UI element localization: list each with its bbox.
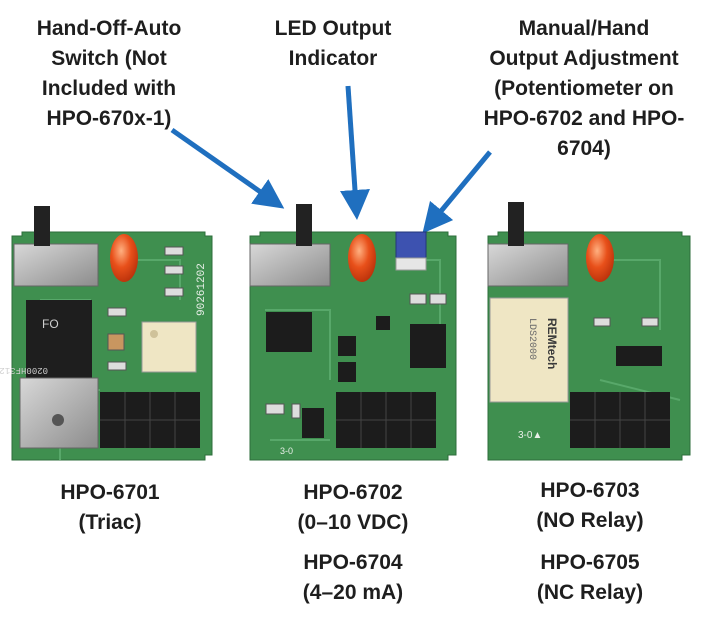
callout-manual-line-2: Output Adjustment — [489, 47, 679, 70]
caption-model-a: HPO-6702 — [303, 481, 403, 504]
optocoupler — [141, 321, 197, 373]
arrow-led — [340, 85, 370, 220]
callout-manual-line-4: HPO-6702 and HPO- — [483, 107, 685, 130]
callout-led: LED Output Indicator — [248, 14, 418, 74]
caption-model-b: HPO-6704 — [303, 551, 403, 574]
callout-hoa-line-3: Included with — [41, 77, 177, 100]
callout-manual-line-1: Manual/Hand — [518, 17, 650, 40]
connector-middle — [336, 392, 436, 448]
callout-led-line-2: Indicator — [288, 47, 378, 70]
caption-hpo-6701: HPO-6701 (Triac) — [30, 478, 190, 538]
caption-model: HPO-6701 — [60, 481, 160, 504]
callout-hoa-switch: Hand-Off-Auto Switch (Not Included with … — [14, 14, 204, 134]
callout-led-line-1: LED Output — [274, 17, 392, 40]
board-hpo-6702-6704: 3-0 — [249, 204, 457, 461]
arrow-manual-adjustment — [422, 150, 492, 234]
op-amp-ic — [266, 312, 312, 352]
hoa-switch-left — [13, 243, 99, 287]
triac-chip — [26, 300, 92, 380]
svg-text:LDS2000: LDS2000 — [526, 318, 537, 360]
silkscreen-left: 90261202 — [196, 263, 208, 316]
caption-type-a: (0–10 VDC) — [297, 511, 409, 534]
callout-manual-line-3: (Potentiometer on — [494, 77, 674, 100]
callout-hoa-line-1: Hand-Off-Auto — [36, 17, 182, 40]
callout-hoa-line-4: HPO-670x-1) — [46, 107, 172, 130]
mark-right: 3-0▲ — [518, 430, 542, 441]
caption-type-a: (NO Relay) — [536, 509, 644, 532]
caption-type-b: (NC Relay) — [536, 581, 644, 604]
hoa-switch-right — [487, 243, 569, 287]
svg-text:FO: FO — [42, 317, 59, 331]
led-left — [110, 234, 138, 282]
caption-type: (Triac) — [78, 511, 142, 534]
mark-middle: 3-0 — [280, 446, 293, 456]
relay — [489, 297, 569, 403]
callout-arrows — [170, 85, 492, 234]
hoa-switch-middle — [249, 243, 331, 287]
caption-model-a: HPO-6703 — [540, 479, 640, 502]
caption-model-b: HPO-6705 — [540, 551, 640, 574]
callout-hoa-line-2: Switch (Not — [51, 47, 167, 70]
callout-manual-adjustment: Manual/Hand Output Adjustment (Potentiom… — [470, 14, 698, 164]
potentiometer — [395, 231, 427, 259]
arrow-hoa-switch — [170, 127, 285, 209]
connector-left — [100, 392, 200, 448]
caption-type-b: (4–20 mA) — [302, 581, 404, 604]
heatsink — [19, 377, 99, 449]
svg-text:0200HF312: 0200HF312 — [0, 365, 48, 375]
caption-hpo-6702-6704: HPO-6702 (0–10 VDC) HPO-6704 (4–20 mA) — [268, 478, 438, 608]
board-hpo-6703-6705: REMtech LDS2000 3-0▲ — [487, 202, 691, 461]
board-hpo-6701: 90261202 FO 0200HF312 — [0, 206, 213, 461]
caption-hpo-6703-6705: HPO-6703 (NO Relay) HPO-6705 (NC Relay) — [505, 476, 675, 608]
led-middle — [348, 234, 376, 282]
svg-text:REMtech: REMtech — [545, 318, 559, 369]
callout-manual-line-5: 6704) — [557, 137, 611, 160]
led-right — [586, 234, 614, 282]
connector-right — [570, 392, 670, 448]
